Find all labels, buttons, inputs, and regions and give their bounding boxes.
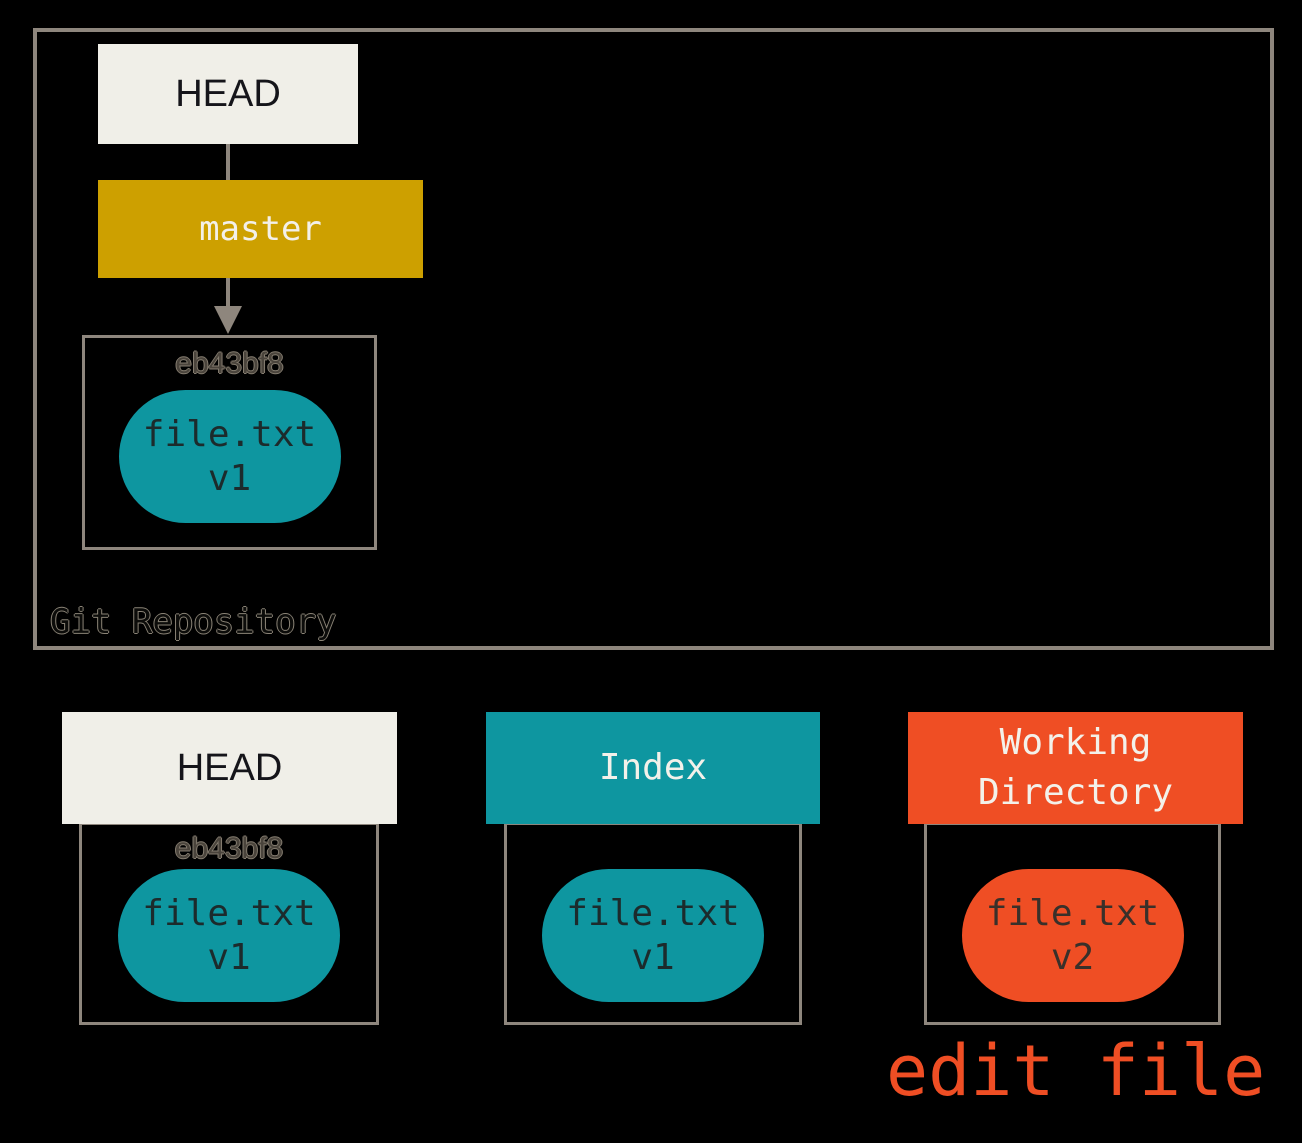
area-header-index-label: Index [598, 747, 708, 788]
area-head-file-version: v1 [207, 936, 251, 978]
area-working-file-name: file.txt [985, 892, 1160, 934]
head-pointer-box: HEAD [98, 44, 358, 144]
area-index-file-blob: file.txt v1 [542, 869, 764, 1002]
edit-file-annotation: edit file [886, 1030, 1266, 1112]
area-box-head: eb43bf8 file.txt v1 [79, 822, 379, 1025]
area-box-index: file.txt v1 [504, 822, 802, 1025]
area-box-working-directory: file.txt v2 [924, 822, 1221, 1025]
commit-file-version: v1 [207, 457, 252, 499]
arrowhead-icon [214, 306, 242, 334]
git-repository-box [33, 28, 1274, 650]
area-working-file-blob: file.txt v2 [961, 869, 1184, 1002]
area-header-head-label: HEAD [176, 747, 283, 789]
master-to-commit-line [226, 278, 230, 307]
head-to-master-line [226, 144, 230, 180]
area-index-file-name: file.txt [566, 892, 740, 934]
area-index-file-version: v1 [631, 936, 675, 978]
commit-file-blob: file.txt v1 [118, 390, 341, 523]
git-repository-label: Git Repository [50, 602, 337, 642]
area-head-file-blob: file.txt v1 [118, 869, 340, 1002]
area-head-hash: eb43bf8 [174, 832, 284, 865]
commit-box: eb43bf8 file.txt v1 [82, 335, 377, 550]
area-header-working-directory: Working Directory [908, 712, 1243, 824]
area-working-file-version: v2 [1050, 936, 1095, 978]
area-header-working-directory-label: Working Directory [977, 722, 1174, 813]
commit-file-name: file.txt [142, 413, 317, 455]
master-branch-label: master [199, 209, 322, 249]
head-pointer-label: HEAD [175, 72, 281, 115]
commit-hash: eb43bf8 [175, 347, 284, 380]
area-header-head: HEAD [62, 712, 397, 824]
master-branch-box: master [98, 180, 423, 278]
area-header-index: Index [486, 712, 820, 824]
area-head-file-name: file.txt [142, 892, 316, 934]
